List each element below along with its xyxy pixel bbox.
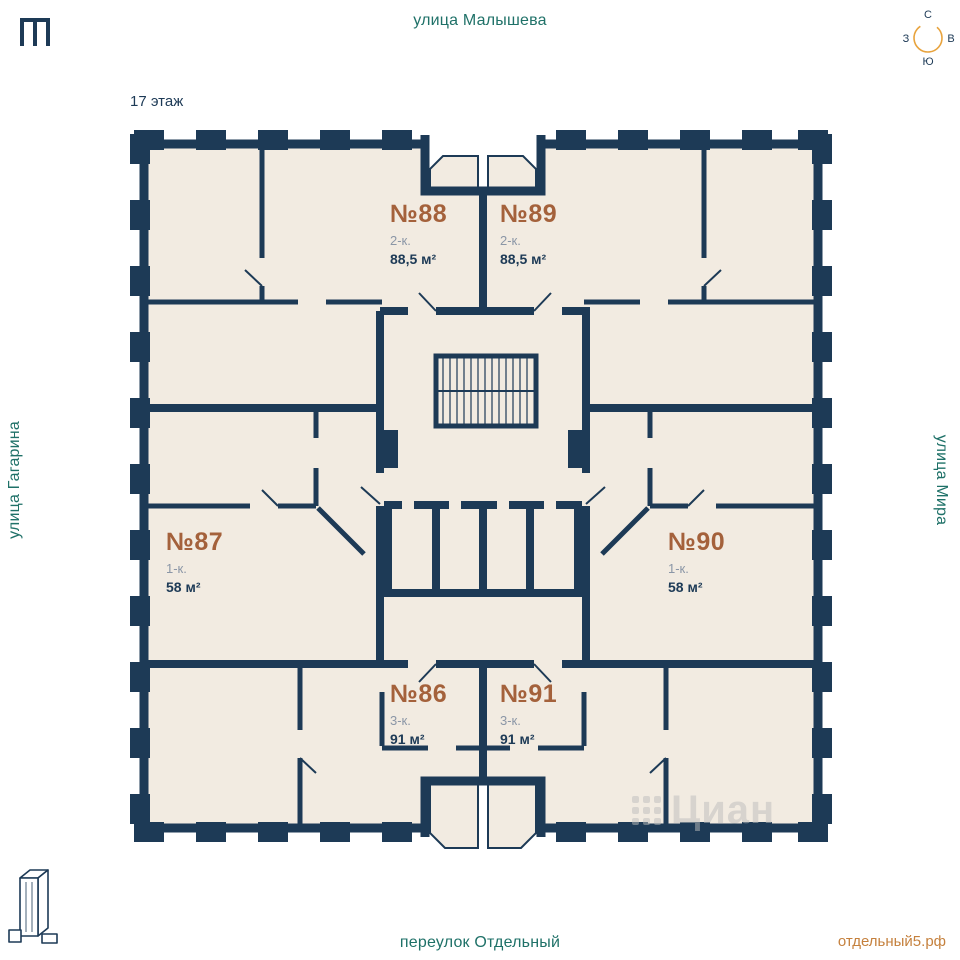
- compass-west: З: [903, 33, 910, 45]
- cian-logo-icon: [632, 796, 661, 825]
- floor-label: 17 этаж: [130, 93, 184, 110]
- street-label-top: улица Малышева: [413, 12, 547, 29]
- staircase: [433, 353, 539, 429]
- apartment-area: 91 м²: [390, 731, 425, 747]
- apartment-label-86[interactable]: №86 3-к. 91 м²: [390, 680, 448, 747]
- apartment-area: 58 м²: [166, 579, 201, 595]
- street-label-left: улица Гагарина: [6, 421, 23, 539]
- compass-icon: С З В Ю: [903, 9, 955, 68]
- compass-north: С: [924, 9, 932, 21]
- building-location-icon: [8, 869, 58, 944]
- apartment-number: №87: [166, 528, 224, 556]
- cian-watermark: Циан: [632, 788, 775, 833]
- apartment-area: 88,5 м²: [500, 251, 547, 267]
- door-leaves: [244, 269, 722, 774]
- apartment-area: 91 м²: [500, 731, 535, 747]
- room-walls: [146, 146, 816, 830]
- apartment-area: 58 м²: [668, 579, 703, 595]
- apartment-rooms: 2-к.: [500, 233, 521, 248]
- watermark-text: Циан: [671, 788, 776, 832]
- apartment-area: 88,5 м²: [390, 251, 437, 267]
- apartment-label-90[interactable]: №90 1-к. 58 м²: [668, 528, 726, 595]
- compass-south: Ю: [922, 56, 933, 68]
- perimeter-columns: [130, 130, 832, 842]
- service-shafts: [382, 430, 584, 468]
- apartment-rooms: 1-к.: [668, 561, 689, 576]
- developer-logo-icon[interactable]: [16, 10, 56, 52]
- apartment-number: №86: [390, 680, 448, 708]
- main-partitions: [144, 191, 818, 781]
- top-bay-balconies: [420, 124, 546, 196]
- apartment-number: №90: [668, 528, 726, 556]
- apartment-number: №88: [390, 200, 448, 228]
- street-label-right: улица Мира: [933, 434, 950, 526]
- elevator-bank: [384, 499, 582, 597]
- bottom-bay-balconies: [420, 776, 546, 858]
- apartment-number: №91: [500, 680, 558, 708]
- apartment-label-89[interactable]: №89 2-к. 88,5 м²: [500, 200, 558, 267]
- apartment-label-88[interactable]: №88 2-к. 88,5 м²: [390, 200, 448, 267]
- apartment-rooms: 3-к.: [390, 713, 411, 728]
- apartment-label-87[interactable]: №87 1-к. 58 м²: [166, 528, 224, 595]
- apartment-rooms: 3-к.: [500, 713, 521, 728]
- compass-east: В: [947, 33, 954, 45]
- street-label-bottom: переулок Отдельный: [399, 934, 561, 951]
- apartment-rooms: 2-к.: [390, 233, 411, 248]
- site-link[interactable]: отдельный5.рф: [837, 933, 946, 950]
- apartment-rooms: 1-к.: [166, 561, 187, 576]
- apartment-number: №89: [500, 200, 558, 228]
- apartment-label-91[interactable]: №91 3-к. 91 м²: [500, 680, 558, 747]
